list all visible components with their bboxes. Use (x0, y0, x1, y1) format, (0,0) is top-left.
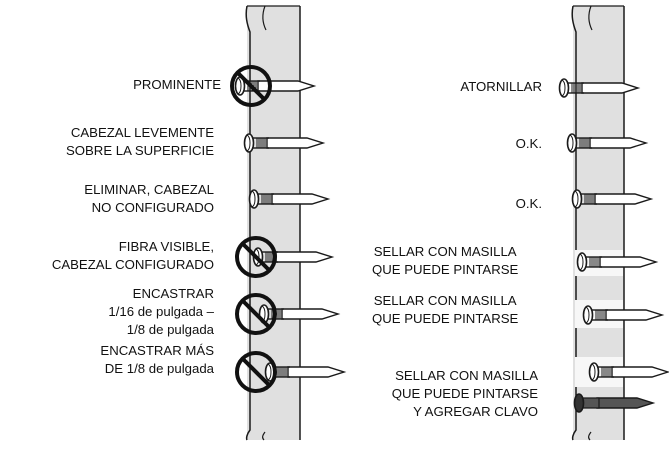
label-sellar-3: SELLAR CON MASILLA QUE PUEDE PINTARSE Y … (391, 368, 538, 419)
label-fibra-visible: FIBRA VISIBLE, CABEZAL CONFIGURADO (51, 239, 214, 272)
label-ok-2: O.K. (515, 196, 542, 211)
label-ok-1: O.K. (515, 136, 542, 151)
label-eliminar-cabezal: ELIMINAR, CABEZAL NO CONFIGURADO (84, 182, 214, 215)
label-atornillar: ATORNILLAR (460, 79, 542, 94)
label-cabezal-levemente: CABEZAL LEVEMENTE SOBRE LA SUPERFICIE (65, 125, 214, 158)
label-prominente: PROMINENTE (133, 77, 221, 92)
label-sellar-1: SELLAR CON MASILLA QUE PUEDE PINTARSE (372, 244, 519, 277)
label-encastrar-1-16: ENCASTRAR 1/16 de pulgada – 1/8 de pulga… (108, 286, 214, 337)
label-encastrar-mas: ENCASTRAR MÁS DE 1/8 de pulgada (100, 343, 214, 376)
label-sellar-2: SELLAR CON MASILLA QUE PUEDE PINTARSE (372, 293, 519, 326)
